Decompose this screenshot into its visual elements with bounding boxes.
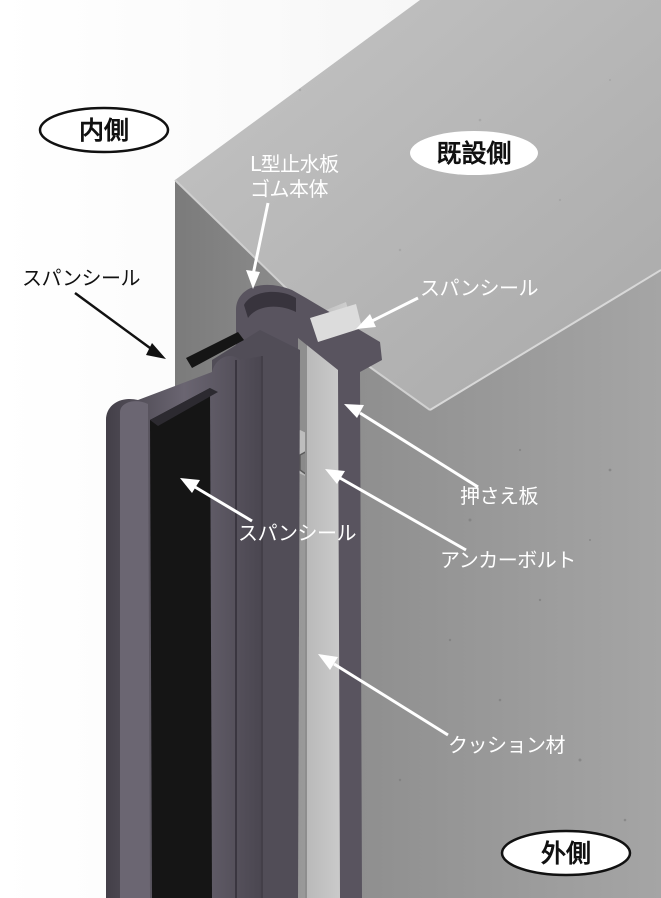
concrete-front-face (360, 270, 661, 898)
existing-side-badge: 既設側 (410, 131, 538, 175)
outside-label: 外側 (541, 839, 591, 868)
span-seal-center-label: スパンシール (238, 521, 356, 545)
inside-label: 内側 (79, 116, 129, 145)
span-seal-right-label: スパンシール (420, 276, 538, 300)
rubber-body-label-line1: L型止水板 (250, 152, 339, 176)
leader-lines (74, 202, 479, 737)
cushion-label: クッション材 (448, 733, 565, 757)
span-seal-left-label: スパンシール (22, 266, 140, 290)
existing-side-label: 既設側 (436, 139, 511, 168)
waterstop-rubber-body (106, 284, 382, 898)
anchor-bolt-label: アンカーボルト (440, 548, 576, 572)
rubber-body-label-line2: ゴム本体 (250, 177, 328, 201)
inside-badge: 内側 (38, 106, 170, 154)
press-plate-label: 押さえ板 (460, 484, 538, 508)
outside-badge: 外側 (500, 829, 632, 877)
span-seal-right-strip (310, 304, 362, 342)
concrete-top-face (175, 0, 661, 410)
span-seal-strip (150, 388, 212, 898)
